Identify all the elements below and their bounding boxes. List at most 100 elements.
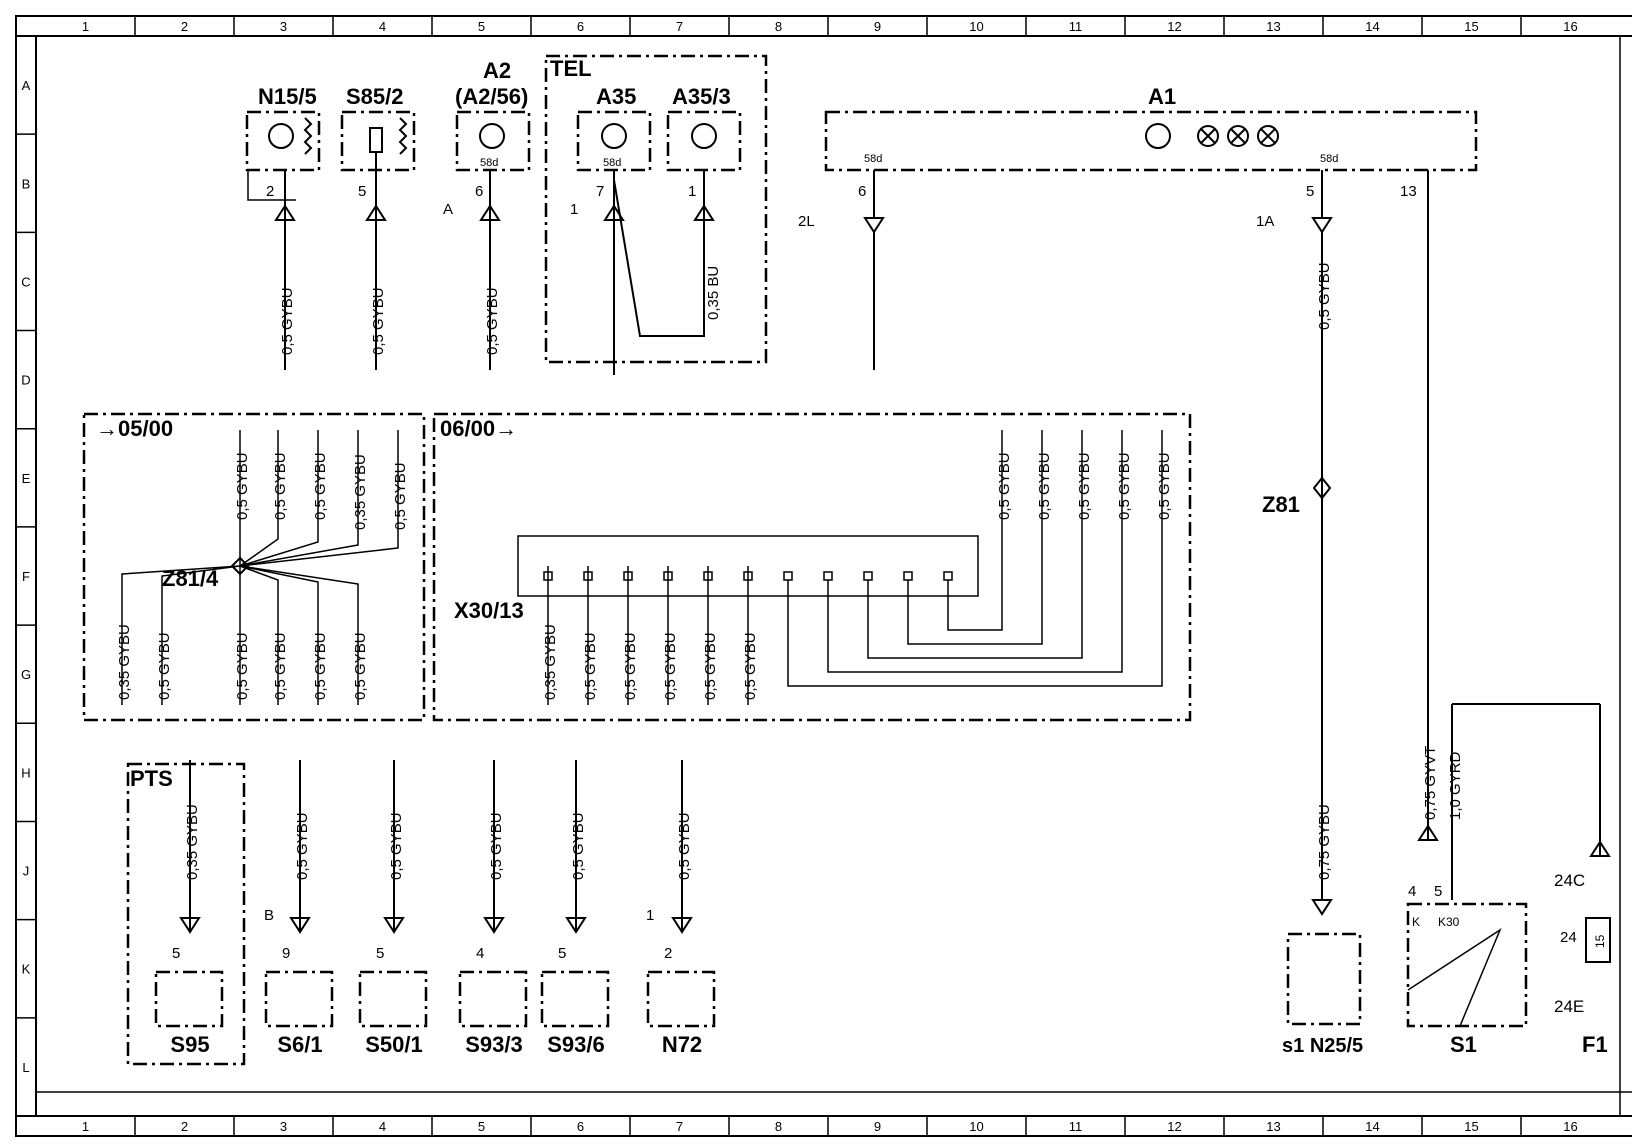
section-05-00-box (82, 412, 426, 722)
grid-col-label: 2 (181, 19, 188, 34)
lamp-icons (1197, 125, 1279, 147)
a2-box (455, 110, 531, 172)
grid-row-label: J (23, 864, 30, 879)
grid-row-label: B (22, 176, 31, 191)
component-box (540, 970, 610, 1028)
grid-col-label: 15 (1464, 1119, 1478, 1134)
ref-label: B (264, 907, 274, 924)
component-box (358, 970, 428, 1028)
connector-arrow (565, 917, 587, 934)
grid-col-label: 5 (478, 1119, 485, 1134)
component-box (646, 970, 716, 1028)
z81-label: Z81 (1262, 492, 1300, 517)
wire-label: 0,5 GYBU (370, 287, 387, 355)
grid-col-label: 16 (1563, 19, 1577, 34)
outer-frame (15, 15, 1632, 1137)
grid-col-label: 14 (1365, 1119, 1379, 1134)
a2-alt-label: (A2/56) (455, 84, 528, 109)
grid-row-label: C (21, 274, 30, 289)
n15-5-box (245, 110, 321, 172)
grid-col-label: 4 (379, 19, 386, 34)
pin-label: 6 (858, 183, 866, 200)
fuse-icon (1585, 917, 1611, 963)
wire-label: 0,5 GYBU (234, 452, 251, 520)
wire-label: 0,5 GYBU (272, 452, 289, 520)
connector-arrow (289, 917, 311, 934)
grid-col-label: 7 (676, 19, 683, 34)
wire-label: 0,5 GYBU (676, 812, 693, 880)
component-box (154, 970, 224, 1028)
wire-label: 0,5 GYBU (662, 632, 679, 700)
grid-col-label: 3 (280, 19, 287, 34)
grid-col-label: 13 (1266, 19, 1280, 34)
ref-label: 24C (1554, 871, 1585, 890)
component-label: S93/3 (465, 1032, 523, 1057)
grid-row-label: K (22, 962, 31, 977)
connector-arrow (1311, 899, 1333, 916)
grid-col-label: 6 (577, 1119, 584, 1134)
wire-label: 0,5 GYBU (312, 632, 329, 700)
ground-icon (303, 117, 313, 155)
connector-arrow (179, 917, 201, 934)
grid-col-label: 4 (379, 1119, 386, 1134)
pin-label: 2 (266, 183, 274, 200)
grid-col-label: 3 (280, 1119, 287, 1134)
wire-label: 0,5 GYBU (272, 632, 289, 700)
grid-col-label: 15 (1464, 19, 1478, 34)
wire-label: 0,35 GYBU (184, 804, 201, 880)
wire-label: 0,35 GYBU (352, 454, 369, 530)
connector-arrow (863, 217, 885, 234)
pin-label: 4 (476, 945, 484, 962)
section-06-00-label: 06/00→ (440, 416, 517, 441)
grid-col-label: 10 (969, 19, 983, 34)
grid-col-label: 9 (874, 19, 881, 34)
pin-label: 58d (603, 157, 621, 169)
transistor-icon (1145, 123, 1171, 149)
wire-label: 0,35 BU (705, 266, 722, 320)
component-label: S95 (170, 1032, 209, 1057)
grid-col-label: 13 (1266, 1119, 1280, 1134)
wire-label: 0,5 GYBU (1116, 452, 1133, 520)
wire-label: 0,5 GYBU (388, 812, 405, 880)
wire-label: 0,5 GYBU (234, 632, 251, 700)
tel-box (544, 54, 768, 364)
wire-label: 0,5 GYBU (622, 632, 639, 700)
grid-col-label: 6 (577, 19, 584, 34)
component-box (458, 970, 528, 1028)
pin-label: 58d (1320, 153, 1338, 165)
a1-label: A1 (1148, 84, 1176, 109)
transistor-icon (268, 123, 294, 149)
transistor-icon (691, 123, 717, 149)
grid-row-label: D (21, 373, 30, 388)
grid-col-label: 5 (478, 19, 485, 34)
connector-arrow (383, 917, 405, 934)
component-label: S6/1 (277, 1032, 322, 1057)
tel-label: TEL (550, 56, 592, 81)
wire-label: 0,5 GYBU (1076, 452, 1093, 520)
wire-label: 0,5 GYBU (996, 452, 1013, 520)
pin-label: K (1412, 915, 1420, 929)
s85-2-box (340, 110, 416, 172)
a2-label: A2 (483, 58, 511, 83)
a35-label: A35 (596, 84, 636, 109)
grid-col-label: 2 (181, 1119, 188, 1134)
grid-columns: 1122334455667788991010111112121313141415… (82, 16, 1578, 1136)
grid-col-label: 16 (1563, 1119, 1577, 1134)
a1-box (824, 110, 1478, 172)
wire-label: 0,5 GYBU (570, 812, 587, 880)
component-label: S93/6 (547, 1032, 605, 1057)
grid-col-label: 1 (82, 19, 89, 34)
pin-label: 13 (1400, 183, 1417, 200)
resistor-icon (369, 127, 383, 153)
pin-label: 1 (688, 183, 696, 200)
wire-label: 0,5 GYBU (702, 632, 719, 700)
wire-label: 0,5 GYBU (156, 632, 173, 700)
grid-row-label: L (22, 1060, 29, 1075)
ref-label: A (443, 201, 453, 218)
wire-label: 0,5 GYBU (582, 632, 599, 700)
wire-label: 0,5 GYBU (294, 812, 311, 880)
grid-col-label: 14 (1365, 19, 1379, 34)
